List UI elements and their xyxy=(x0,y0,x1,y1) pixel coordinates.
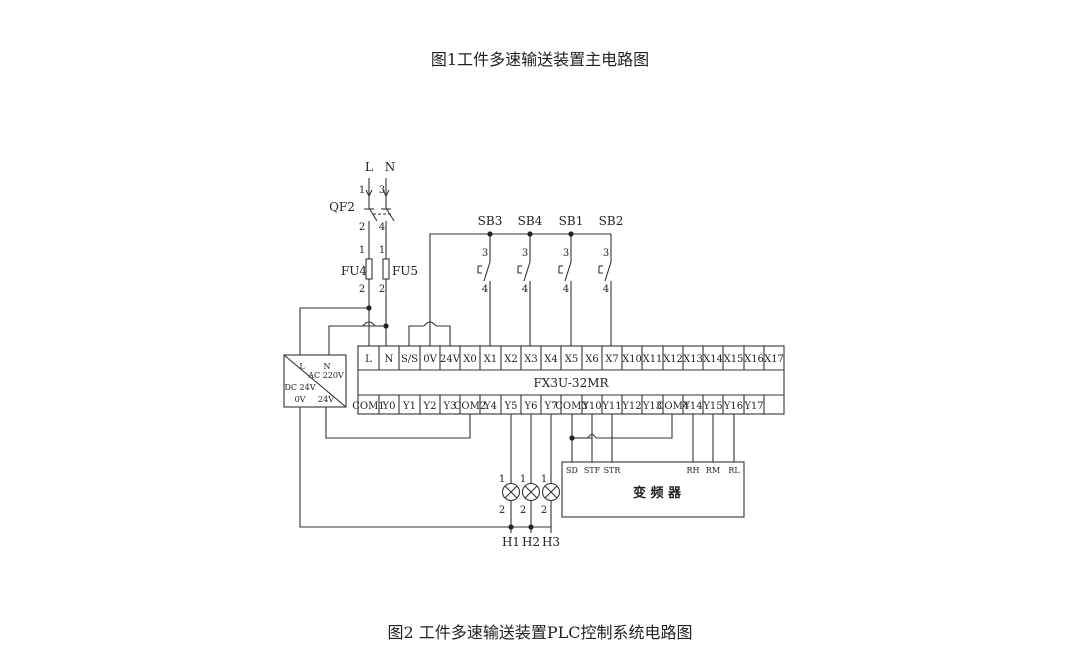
plc-top-terminal: X0 xyxy=(463,354,476,365)
plc-bottom-terminal: Y16 xyxy=(723,401,743,412)
plc-top-terminal: X7 xyxy=(605,354,618,365)
power-out-0v: 0V xyxy=(295,395,306,404)
supply-line-label: L xyxy=(365,160,373,174)
supply-neutral-label: N xyxy=(385,160,396,174)
breaker-pin: 1 xyxy=(359,185,365,196)
button-pin: 4 xyxy=(563,284,569,295)
lamp-pin: 1 xyxy=(499,474,505,485)
plc-bottom-terminal: Y11 xyxy=(601,401,621,412)
fuse-pin: 1 xyxy=(379,245,385,256)
fuse-pin: 2 xyxy=(359,284,365,295)
breaker-pin: 3 xyxy=(379,185,385,196)
power-in-n: N xyxy=(324,362,331,371)
lamp-label: H1 xyxy=(502,535,520,549)
breaker-pin: 2 xyxy=(359,222,365,233)
button-pin: 3 xyxy=(563,248,569,259)
plc-top-terminal: N xyxy=(385,354,394,365)
fuse-label: FU5 xyxy=(392,264,418,278)
plc-top-terminal: X2 xyxy=(504,354,517,365)
plc-bottom-terminal: Y5 xyxy=(504,401,518,412)
inverter-terminal: STF xyxy=(584,466,601,475)
button-pin: 4 xyxy=(522,284,528,295)
inverter-terminal: RM xyxy=(706,466,720,475)
plc-top-terminal: X16 xyxy=(744,354,764,365)
lamp-label: H3 xyxy=(542,535,560,549)
button-label: SB3 xyxy=(478,214,503,228)
power-in-l: L xyxy=(299,362,305,371)
power-out-dc: DC 24V xyxy=(284,383,315,392)
button-pin: 4 xyxy=(482,284,488,295)
plc-top-terminal: X12 xyxy=(663,354,683,365)
plc-bottom-terminal: COM3 xyxy=(555,401,587,412)
lamp-pin: 1 xyxy=(541,474,547,485)
power-out-24v: 24V xyxy=(318,395,334,404)
plc-top-terminal: X11 xyxy=(643,354,663,365)
plc-bottom-terminal: Y10 xyxy=(581,401,601,412)
plc-bottom-terminal: Y15 xyxy=(702,401,722,412)
plc-bottom-terminal: Y6 xyxy=(524,401,538,412)
breaker-pin: 4 xyxy=(379,222,385,233)
inverter-terminal: RH xyxy=(687,466,700,475)
fuse-pin: 2 xyxy=(379,284,385,295)
plc-bottom-terminal: Y13 xyxy=(642,401,662,412)
button-label: SB1 xyxy=(559,214,584,228)
plc-bottom-terminal: Y2 xyxy=(423,401,437,412)
plc-top-terminal: S/S xyxy=(401,354,418,365)
plc-top-terminal: X4 xyxy=(544,354,557,365)
fuse-label: FU4 xyxy=(341,264,367,278)
inverter-terminal: SD xyxy=(566,466,578,475)
plc-top-terminal: X6 xyxy=(585,354,598,365)
plc-bottom-terminal: COM2 xyxy=(454,401,486,412)
plc-top-terminal: L xyxy=(365,354,372,365)
button-label: SB4 xyxy=(518,214,543,228)
plc-bottom-terminal: Y3 xyxy=(443,401,457,412)
plc-top-terminal: X1 xyxy=(484,354,497,365)
plc-bottom-terminal: Y0 xyxy=(382,401,396,412)
breaker-label: QF2 xyxy=(329,200,355,214)
plc-model-label: FX3U-32MR xyxy=(533,376,609,390)
plc-bottom-terminal: COM1 xyxy=(352,401,384,412)
plc-top-terminal: X17 xyxy=(764,354,784,365)
lamp-pin: 2 xyxy=(499,505,505,516)
plc-bottom-terminal: COM4 xyxy=(657,401,689,412)
plc-bottom-terminal: Y7 xyxy=(544,401,558,412)
button-pin: 3 xyxy=(603,248,609,259)
plc-top-terminal: X3 xyxy=(524,354,537,365)
plc-top-terminal: X15 xyxy=(724,354,744,365)
figure-1-caption: 图1工件多速输送装置主电路图 xyxy=(430,50,650,69)
inverter-terminal: STR xyxy=(604,466,622,475)
lamp-pin: 1 xyxy=(520,474,526,485)
plc-bottom-terminal: Y1 xyxy=(402,401,416,412)
plc-bottom-terminal: Y14 xyxy=(682,401,702,412)
fuse-pin: 1 xyxy=(359,245,365,256)
button-label: SB2 xyxy=(599,214,624,228)
plc-top-terminal: 0V xyxy=(423,354,437,365)
lamp-label: H2 xyxy=(522,535,540,549)
plc-top-terminal: 24V xyxy=(440,354,461,365)
inverter-terminal: RL xyxy=(728,466,740,475)
plc-top-terminal: X5 xyxy=(565,354,578,365)
inverter-label: 变 频 器 xyxy=(633,485,682,501)
plc-top-terminal: X10 xyxy=(622,354,642,365)
power-in-ac: AC 220V xyxy=(307,371,344,380)
button-pin: 3 xyxy=(482,248,488,259)
plc-bottom-terminal: Y17 xyxy=(743,401,763,412)
plc-bottom-terminal: Y12 xyxy=(621,401,641,412)
figure-2-caption: 图2 工件多速输送装置PLC控制系统电路图 xyxy=(387,623,693,642)
plc-top-terminal: X14 xyxy=(703,354,723,365)
plc-bottom-terminal: Y4 xyxy=(483,401,497,412)
lamp-pin: 2 xyxy=(520,505,526,516)
button-pin: 4 xyxy=(603,284,609,295)
plc-top-terminal: X13 xyxy=(683,354,703,365)
button-pin: 3 xyxy=(522,248,528,259)
lamp-pin: 2 xyxy=(541,505,547,516)
